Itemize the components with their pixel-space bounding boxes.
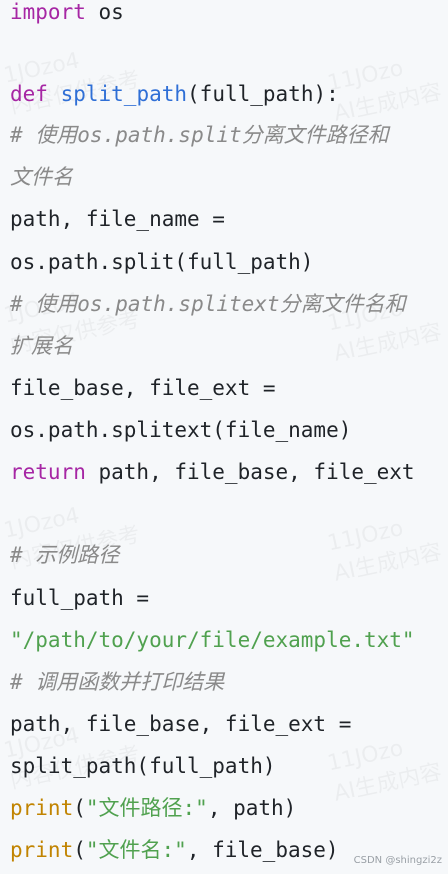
code-token-fn: split_path <box>60 82 188 106</box>
code-token-bi: print <box>10 796 74 820</box>
code-token <box>48 82 61 106</box>
code-line: 文件名 <box>10 165 73 189</box>
code-token-cm: # 使用os.path.split分离文件路径和 <box>10 123 389 147</box>
code-line: return path, file_base, file_ext <box>10 460 415 484</box>
code-token-cm: # 使用os.path.splitext分离文件名和 <box>10 292 406 316</box>
code-line: # 使用os.path.splitext分离文件名和 <box>10 292 406 316</box>
code-token: full_path = <box>10 586 150 610</box>
code-line: os.path.split(full_path) <box>10 250 313 274</box>
source-watermark: CSDN @shingzi2z <box>353 855 442 866</box>
code-token: os <box>85 0 124 24</box>
code-token: split_path(full_path) <box>10 754 276 778</box>
code-token: , path) <box>207 796 297 820</box>
code-line: 扩展名 <box>10 334 73 358</box>
code-line: path, file_name = <box>10 207 225 231</box>
code-block: import os def split_path(full_path): # 使用o… <box>10 0 444 874</box>
code-token: file_base, file_ext = <box>10 376 276 400</box>
code-line: "/path/to/your/file/example.txt" <box>10 628 415 652</box>
code-token: (full_path): <box>187 82 339 106</box>
code-token: , file_base) <box>186 838 339 862</box>
code-token-kw: def <box>10 82 48 106</box>
code-token: path, file_base, file_ext = <box>10 712 352 736</box>
code-line: full_path = <box>10 586 149 610</box>
code-line: def split_path(full_path): <box>10 82 339 106</box>
code-token-cm: # 调用函数并打印结果 <box>10 670 225 694</box>
code-line: print("文件名:", file_base) <box>10 838 339 862</box>
code-token: os.path.split(full_path) <box>10 250 314 274</box>
code-token: os.path.splitext(file_name) <box>10 418 352 442</box>
code-line: print("文件路径:", path) <box>10 796 296 820</box>
code-token-cm: 扩展名 <box>10 334 73 358</box>
code-token-kw: import <box>10 0 86 24</box>
code-token-str: "文件名:" <box>85 838 187 862</box>
code-token: path, file_base, file_ext <box>85 460 415 484</box>
code-line: import os <box>10 0 124 24</box>
code-token-str: "/path/to/your/file/example.txt" <box>10 628 415 652</box>
code-token-cm: # 示例路径 <box>10 543 120 567</box>
code-line: # 使用os.path.split分离文件路径和 <box>10 123 389 147</box>
code-line: os.path.splitext(file_name) <box>10 418 351 442</box>
code-line: # 示例路径 <box>10 543 119 567</box>
code-line: path, file_base, file_ext = <box>10 712 351 736</box>
code-token-kw: return <box>10 460 86 484</box>
code-token: ( <box>73 796 86 820</box>
code-token: ( <box>73 838 86 862</box>
code-line: # 调用函数并打印结果 <box>10 670 224 694</box>
code-line: file_base, file_ext = <box>10 376 276 400</box>
code-token-str: "文件路径:" <box>85 796 208 820</box>
code-line: split_path(full_path) <box>10 754 276 778</box>
code-token: path, file_name = <box>10 207 225 231</box>
code-token-bi: print <box>10 838 74 862</box>
code-token-cm: 文件名 <box>10 165 73 189</box>
